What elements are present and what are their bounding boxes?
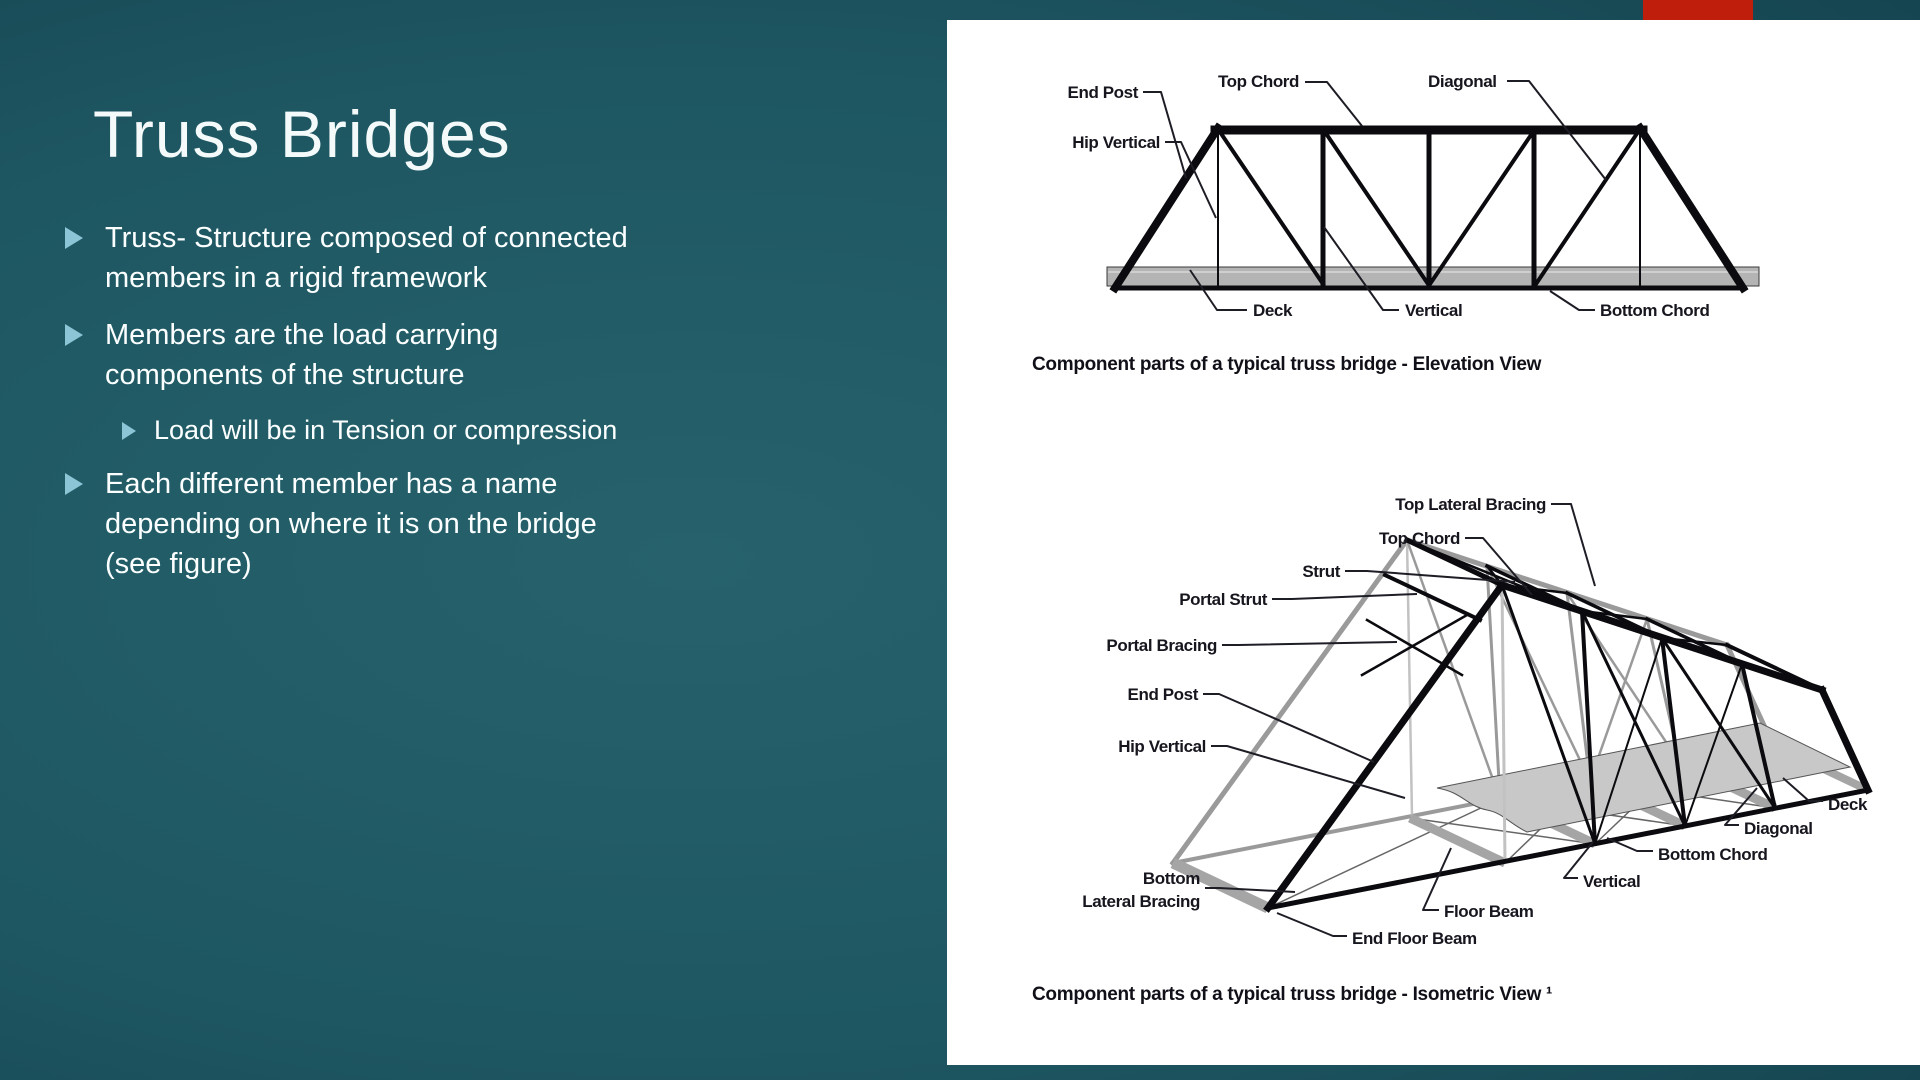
bullet-text: Members are the load carrying components… bbox=[105, 319, 499, 391]
bullet-triangle-icon bbox=[65, 324, 83, 346]
isometric-diagram: Top Lateral Bracing Top Chord Strut Port… bbox=[1032, 495, 1873, 1005]
label-portal-strut: Portal Strut bbox=[1179, 590, 1268, 609]
bullet-text: Load will be in Tension or compression bbox=[154, 415, 618, 445]
bullet-list: Truss- Structure composed of connected m… bbox=[65, 218, 785, 601]
label-top-chord: Top Chord bbox=[1218, 72, 1299, 91]
label-bottom-chord: Bottom Chord bbox=[1600, 301, 1709, 320]
label-end-post-iso: End Post bbox=[1128, 685, 1199, 704]
bullet-item: Truss- Structure composed of connected m… bbox=[65, 218, 785, 298]
label-deck-iso: Deck bbox=[1828, 795, 1868, 814]
isometric-near-truss bbox=[1263, 580, 1873, 913]
bullet-text: Each different member has a name dependi… bbox=[105, 468, 597, 580]
label-portal-bracing: Portal Bracing bbox=[1106, 636, 1217, 655]
elevation-diagram: Top Chord Diagonal End Post Hip Vertical… bbox=[1032, 72, 1760, 375]
bullet-item: Each different member has a name dependi… bbox=[65, 464, 785, 584]
label-hip-vertical-iso: Hip Vertical bbox=[1118, 737, 1206, 756]
elevation-truss-members bbox=[1109, 122, 1749, 294]
label-end-floor-beam: End Floor Beam bbox=[1352, 929, 1477, 948]
label-top-lateral-bracing: Top Lateral Bracing bbox=[1395, 495, 1546, 514]
bullet-subitem: Load will be in Tension or compression bbox=[122, 412, 785, 449]
label-diagonal: Diagonal bbox=[1428, 72, 1497, 91]
isometric-top-plane bbox=[1360, 536, 1825, 693]
label-bottom-lateral-line1: Bottom bbox=[1143, 869, 1200, 888]
elevation-caption: Component parts of a typical truss bridg… bbox=[1032, 354, 1542, 375]
isometric-deck bbox=[1436, 722, 1852, 833]
truss-diagrams: Top Chord Diagonal End Post Hip Vertical… bbox=[1032, 72, 1873, 1005]
label-strut: Strut bbox=[1302, 562, 1340, 581]
label-vertical-iso: Vertical bbox=[1583, 872, 1640, 891]
figure-panel: Top Chord Diagonal End Post Hip Vertical… bbox=[947, 20, 1920, 1065]
label-bottom-lateral-line2: Lateral Bracing bbox=[1082, 892, 1200, 911]
bullet-triangle-icon bbox=[65, 473, 83, 495]
label-floor-beam: Floor Beam bbox=[1444, 902, 1534, 921]
bullet-item: Members are the load carrying components… bbox=[65, 315, 785, 395]
page-title: Truss Bridges bbox=[93, 97, 511, 171]
label-hip-vertical: Hip Vertical bbox=[1072, 133, 1160, 152]
elevation-leader-lines bbox=[1143, 80, 1607, 311]
label-end-post: End Post bbox=[1068, 83, 1139, 102]
bullet-text: Truss- Structure composed of connected m… bbox=[105, 222, 628, 294]
bullet-triangle-icon bbox=[122, 422, 136, 440]
label-vertical: Vertical bbox=[1405, 301, 1462, 320]
label-deck: Deck bbox=[1253, 301, 1293, 320]
label-bottom-chord-iso: Bottom Chord bbox=[1658, 845, 1767, 864]
isometric-leader-lines bbox=[1203, 503, 1823, 937]
isometric-hip-vertical bbox=[1500, 584, 1507, 864]
accent-bar-red bbox=[1643, 0, 1753, 21]
label-top-chord-iso: Top Chord bbox=[1379, 529, 1460, 548]
label-diagonal-iso: Diagonal bbox=[1744, 819, 1813, 838]
isometric-caption: Component parts of a typical truss bridg… bbox=[1032, 984, 1552, 1005]
bullet-triangle-icon bbox=[65, 227, 83, 249]
